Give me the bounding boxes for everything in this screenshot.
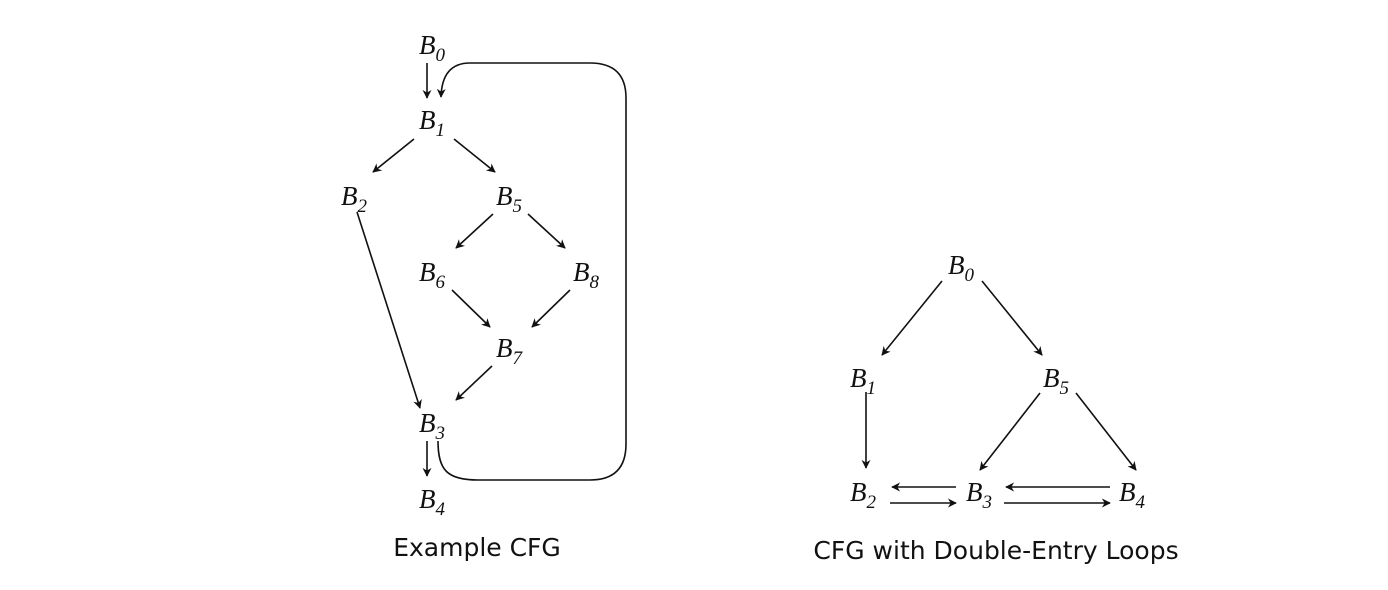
left-node-b7: B7 [496,333,524,369]
right-node-b1: B1 [850,363,876,399]
left-edge-b1-to-b5 [453,138,496,173]
right-edge-b5-to-b4 [1075,392,1137,471]
right-node-b2: B2 [850,477,877,513]
left-node-b5: B5 [496,181,522,217]
right-node-b5: B5 [1043,363,1069,399]
right-node-b3: B3 [966,477,992,513]
left-edge-b5-to-b8 [527,213,566,249]
right-node-b4: B4 [1119,477,1146,513]
right-edge-b5-to-b3 [979,392,1041,471]
left-graph-caption: Example CFG [393,533,561,562]
right-graph-edges [861,280,1137,508]
left-node-b6: B6 [419,257,446,293]
left-edge-b3-to-b1 [436,62,627,481]
left-edge-b2-to-b3 [356,211,422,409]
left-edge-b7-to-b3 [455,365,493,401]
right-edge-b0-to-b1 [881,280,943,356]
left-edge-b1-to-b2 [372,138,415,173]
right-edge-b0-to-b5 [981,280,1043,356]
left-edge-b6-to-b7 [451,289,491,328]
left-node-b8: B8 [573,257,600,293]
right-node-b0: B0 [948,250,975,286]
left-node-b0: B0 [419,30,446,66]
left-node-b4: B4 [419,484,446,520]
left-edge-b5-to-b6 [455,213,494,249]
left-node-b2: B2 [341,181,368,217]
left-graph-edges [356,62,627,481]
left-node-b1: B1 [419,105,445,141]
right-graph-caption: CFG with Double-Entry Loops [813,536,1178,565]
left-node-b3: B3 [419,408,445,444]
left-edge-b8-to-b7 [531,289,571,328]
